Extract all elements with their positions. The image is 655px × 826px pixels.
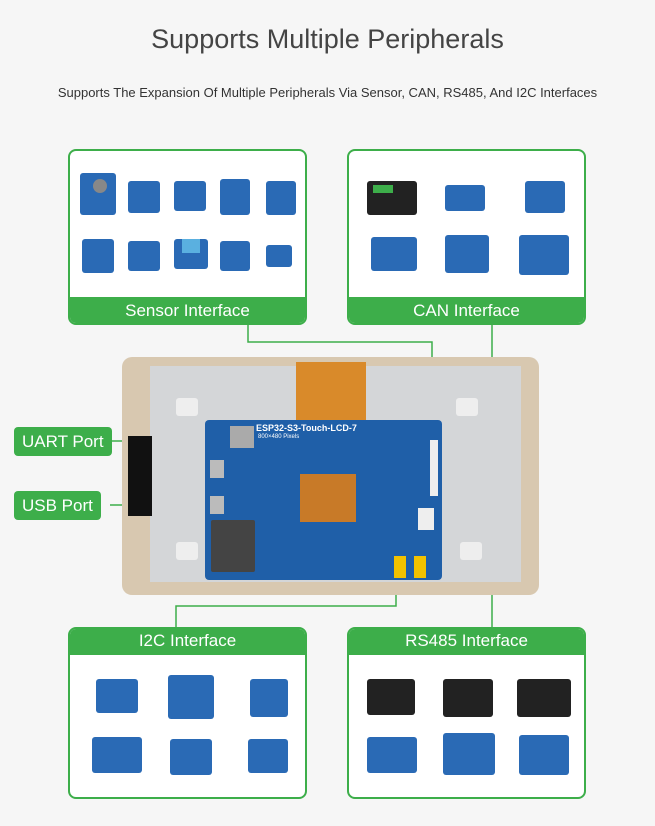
board-resolution: 800×480 Pixels — [258, 434, 300, 440]
sensor-module-image — [220, 179, 250, 215]
terminal-block — [414, 556, 426, 578]
i2c-module-image — [250, 679, 288, 717]
mount-standoff — [176, 542, 198, 560]
rs485-interface-card: RS485 Interface — [347, 627, 586, 799]
can-module-image — [519, 235, 569, 275]
mount-standoff — [460, 542, 482, 560]
connector-header — [418, 508, 434, 530]
can-module-image — [371, 237, 417, 271]
sensor-module-image — [93, 179, 107, 193]
page-subtitle: Supports The Expansion Of Multiple Perip… — [57, 85, 598, 100]
i2c-interface-label: I2C Interface — [70, 629, 305, 655]
sensor-module-image — [174, 181, 206, 211]
sensor-module-image — [266, 181, 296, 215]
flex-cable — [296, 362, 366, 430]
can-interface-card: CAN Interface — [347, 149, 586, 325]
can-interface-label: CAN Interface — [349, 297, 584, 323]
sd-card-slot — [230, 426, 254, 448]
rs485-module-image — [367, 737, 417, 773]
can-module-image — [525, 181, 565, 213]
sensor-module-image — [128, 181, 160, 213]
sensor-interface-card: Sensor Interface — [68, 149, 307, 325]
can-module-image — [445, 185, 485, 211]
mount-standoff — [176, 398, 198, 416]
can-module-image — [445, 235, 489, 273]
rs485-module-image — [519, 735, 569, 775]
sensor-module-image — [220, 241, 250, 271]
uart-port-label: UART Port — [14, 427, 112, 456]
rs485-module-image — [367, 679, 415, 715]
esp32-module — [211, 520, 255, 572]
mount-standoff — [456, 398, 478, 416]
rs485-interface-label: RS485 Interface — [349, 629, 584, 655]
terminal-block — [394, 556, 406, 578]
rs485-module-image — [443, 679, 493, 717]
can-module-image — [373, 185, 393, 193]
usb-connector — [210, 460, 224, 478]
rs485-module-image — [517, 679, 571, 717]
i2c-module-image — [96, 679, 138, 713]
sensor-interface-label: Sensor Interface — [70, 297, 305, 323]
i2c-module-image — [248, 739, 288, 773]
sensor-module-image — [128, 241, 160, 271]
sensor-module-image — [182, 239, 200, 253]
rs485-module-image — [443, 733, 495, 775]
i2c-module-image — [170, 739, 212, 775]
sensor-module-image — [82, 239, 114, 273]
connector-header — [430, 440, 438, 496]
usb-port-label: USB Port — [14, 491, 101, 520]
sensor-module-image — [266, 245, 292, 267]
display-ribbon-cable — [128, 436, 152, 516]
pcb-flex-connector — [300, 474, 356, 522]
i2c-interface-card: I2C Interface — [68, 627, 307, 799]
i2c-module-image — [168, 675, 214, 719]
page-title: Supports Multiple Peripherals — [151, 24, 504, 54]
usb-connector — [210, 496, 224, 514]
board-name: ESP32-S3-Touch-LCD-7 — [256, 423, 357, 433]
i2c-module-image — [92, 737, 142, 773]
